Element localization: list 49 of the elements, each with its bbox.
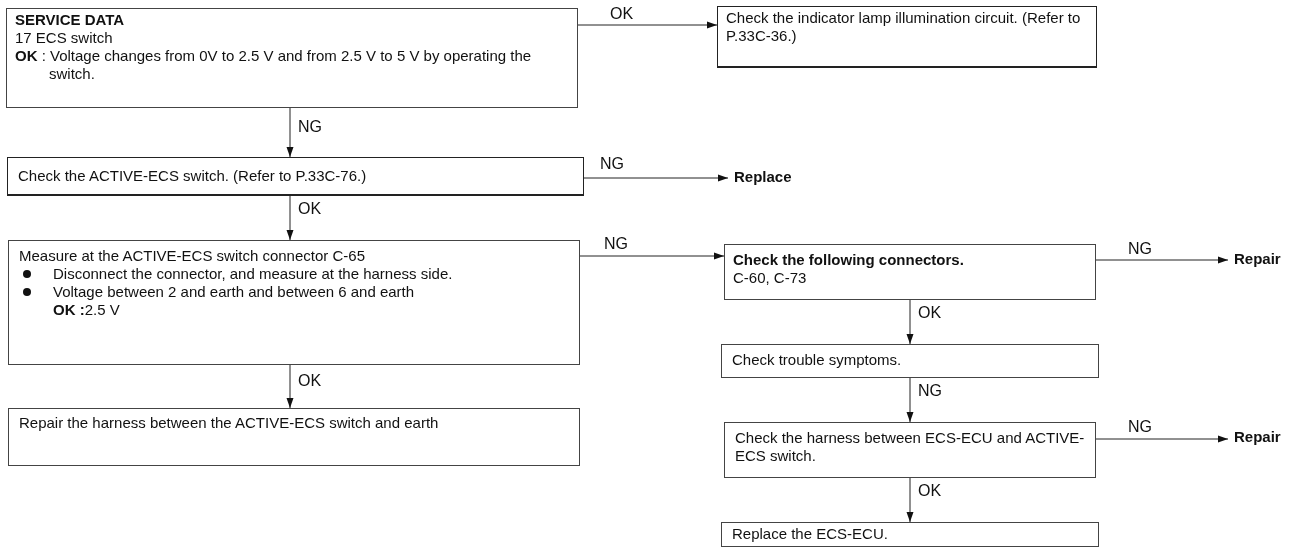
arrow — [286, 195, 294, 241]
arrow — [906, 377, 914, 423]
process-box — [8, 408, 580, 466]
box-text: Measure at the ACTIVE-ECS switch connector C-65 — [19, 247, 366, 265]
edge-label: OK — [298, 200, 322, 218]
action-label: Repair — [1234, 250, 1294, 272]
process-box — [7, 157, 584, 196]
box-text: OK : Voltage changes from 0V to 2.5 V and from 2.5 V to 5 V by operating the switch. — [15, 47, 533, 83]
edge-label: NG — [918, 382, 942, 400]
arrow — [906, 299, 914, 345]
process-box — [717, 6, 1097, 68]
box-text: Repair the harness between the ACTIVE-ECS switch and earth — [19, 414, 440, 432]
arrow — [286, 364, 294, 409]
box-text: Replace the ECS-ECU. — [732, 525, 889, 543]
process-box — [6, 8, 578, 108]
arrow — [906, 477, 914, 523]
arrow — [577, 21, 718, 29]
process-box — [721, 522, 1099, 547]
edge-label: OK — [918, 304, 942, 322]
box-text: OK :2.5 V — [52, 301, 121, 319]
box-text: C-60, C-73 — [733, 269, 808, 287]
box-heading: SERVICE DATA — [15, 11, 126, 29]
arrow — [1095, 256, 1229, 264]
box-heading: Check the following connectors. — [733, 251, 965, 269]
edge-label: NG — [1128, 240, 1152, 258]
bullet-text: Disconnect the connector, and measure at the harness side. — [53, 265, 453, 282]
process-box — [721, 344, 1099, 378]
action-label: Replace — [734, 168, 804, 190]
bullet-text: Voltage between 2 and earth and between 6 and earth — [53, 283, 415, 300]
box-text: Check the ACTIVE-ECS switch. (Refer to P.33C-76.) — [18, 167, 368, 185]
action-label: Repair — [1234, 428, 1294, 450]
box-text: Check trouble symptoms. — [732, 351, 903, 369]
process-box — [724, 244, 1096, 300]
edge-label: NG — [600, 155, 624, 173]
box-text: Check the indicator lamp illumination circuit. (Refer to P.33C-36.) — [726, 9, 1082, 45]
process-box — [724, 422, 1096, 478]
edge-label: OK — [918, 482, 942, 500]
edge-label: NG — [298, 118, 322, 136]
edge-label: NG — [604, 235, 628, 253]
edge-label: NG — [1128, 418, 1152, 436]
arrow — [286, 107, 294, 158]
box-text: 17 ECS switch — [15, 29, 114, 47]
arrow — [583, 174, 729, 182]
edge-label: OK — [610, 5, 634, 23]
edge-label: OK — [298, 372, 322, 390]
process-box — [8, 240, 580, 365]
box-text: Check the harness between ECS-ECU and ACTIVE-ECS switch. — [735, 429, 1085, 465]
arrow — [579, 252, 725, 260]
arrow — [1095, 435, 1229, 443]
